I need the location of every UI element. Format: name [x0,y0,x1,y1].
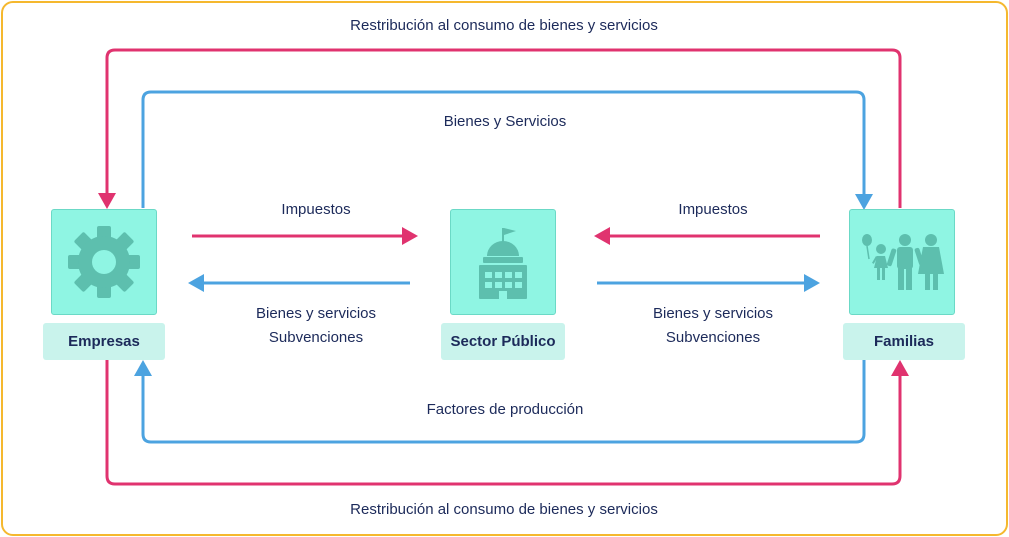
label-left-lower-2: Subvenciones [268,329,364,346]
arrowhead-empresas-to-sector [402,227,418,245]
arrow-to-familias-bottom [891,360,909,376]
government-building-icon [479,228,527,299]
arrow-to-familias-top [855,194,873,210]
label-top-outer: Restribución al consumo de bienes y serv… [350,17,658,34]
arrow-to-empresas-bottom [134,360,152,376]
caption-familias: Familias [843,323,965,360]
label-right-lower-2: Subvenciones [665,329,761,346]
outer-flow-bottom [105,360,902,486]
label-bottom-outer: Restribución al consumo de bienes y serv… [350,501,658,518]
label-left-upper: Impuestos [281,201,351,218]
label-top-inner: Bienes y Servicios [443,113,567,130]
arrowhead-sector-to-empresas [188,274,204,292]
caption-empresas: Empresas [43,323,165,360]
node-familias [849,209,955,315]
arrowhead-sector-to-familias [804,274,820,292]
inner-flow-bottom [141,360,866,444]
gear-icon [68,226,140,298]
label-right-lower-1: Bienes y servicios [652,305,774,322]
family-icon [862,234,944,290]
label-left-lower-1: Bienes y servicios [255,305,377,322]
outer-flow-top [105,48,902,208]
caption-sector-publico: Sector Público [441,323,565,360]
node-sector-publico [450,209,556,315]
label-right-upper: Impuestos [678,201,748,218]
arrow-to-empresas-top [98,193,116,209]
arrowhead-familias-to-sector [594,227,610,245]
node-empresas [51,209,157,315]
inner-flow-top [141,90,866,208]
label-bottom-inner: Factores de producción [426,401,584,418]
